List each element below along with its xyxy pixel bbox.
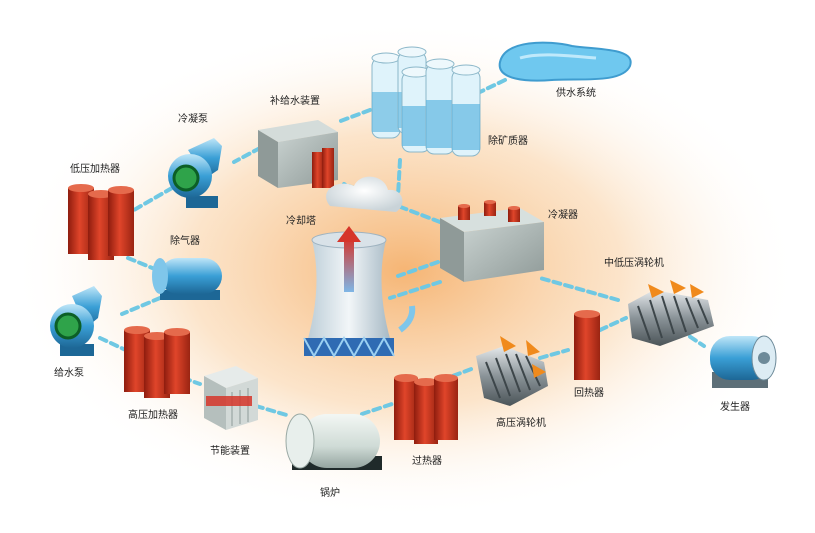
makeup-water-unit [258,120,338,188]
label-economizer: 节能装置 [210,446,250,457]
label-water-supply-system: 供水系统 [556,88,596,99]
flow-arrow-hp-turbine-to-reheater [538,348,570,360]
flow-arrow-condenser-to-makeup [396,204,442,224]
flow-arrow-condenser-to-tower-2 [388,280,442,300]
reheater [574,310,600,380]
label-generator: 发生器 [720,402,750,413]
flow-arrow-demineralizer-to-tower [396,158,402,198]
boiler [285,413,382,470]
condenser [440,200,544,282]
generator [710,335,777,388]
label-ip-lp-turbine: 中低压涡轮机 [604,258,664,269]
flow-arrow-economizer-to-boiler [254,404,292,418]
label-hp-turbine: 高压涡轮机 [496,418,546,429]
label-cooling-tower: 冷却塔 [286,216,316,227]
demineralizer-columns [371,46,481,157]
superheater [394,374,458,444]
cooling-tower [303,176,416,359]
flow-arrow-reheater-to-ip-turbine [598,316,628,332]
label-hp-heater: 高压加热器 [128,410,178,421]
flow-arrow-demineralizer-to-makeup [336,108,372,124]
hp-heater [124,326,190,398]
flow-arrows [98,78,706,418]
water-supply-pond [498,41,632,82]
label-deaerator: 除气器 [170,236,200,247]
deaerator [152,258,222,300]
lp-heater [68,184,134,260]
ip-lp-turbine [628,280,714,346]
label-feed-pump: 给水泵 [54,368,84,379]
label-boiler: 锅炉 [320,488,340,499]
label-makeup-water-unit: 补给水装置 [270,96,320,107]
label-demineralizer: 除矿质器 [488,136,528,147]
hp-turbine [476,336,548,406]
economizer [204,366,258,430]
feed-pump [50,286,102,356]
flow-arrow-deaerator-to-feed-pump [120,296,162,316]
label-condensate-pump: 冷凝泵 [178,114,208,125]
flow-arrow-supply-to-demineralizer [478,78,507,94]
flow-arrow-makeup-to-pump [232,146,262,164]
flow-arrow-boiler-to-superheater [360,402,394,416]
flow-arrow-condenser-to-tower-1 [396,260,440,278]
label-condenser: 冷凝器 [548,210,578,221]
flow-arrow-turbine-to-condenser [538,276,620,302]
flow-arrow-pump-to-lp-heater [132,186,174,212]
label-reheater: 回热器 [574,388,604,399]
condensate-pump [168,138,222,208]
label-lp-heater: 低压加热器 [70,164,120,175]
label-superheater: 过热器 [412,456,442,467]
